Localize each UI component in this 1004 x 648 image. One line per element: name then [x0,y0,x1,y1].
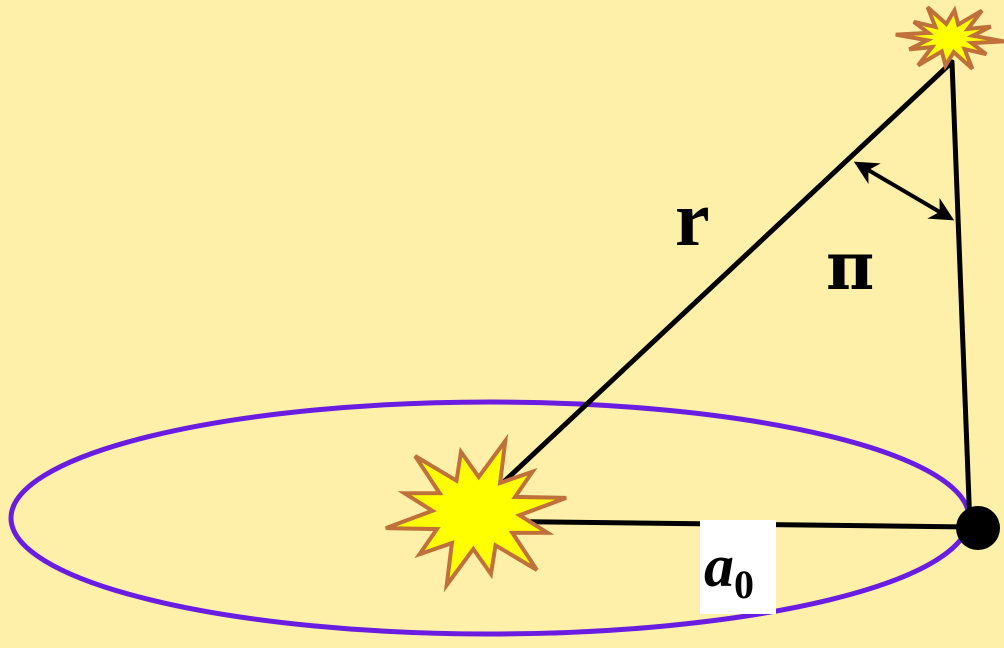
burst-shape [895,5,1004,71]
orbit-radius-subscript: 0 [734,562,754,607]
orbit-radius-label-box [700,520,776,614]
distance-line-r [459,59,955,524]
sun-burst-icon [385,433,567,593]
distant-star-burst-icon [895,5,1004,71]
orbit-radius-symbol: a [704,533,734,599]
distance-label: r [675,175,710,262]
parallax-angle-arrow [853,161,955,221]
burst-shape [385,433,567,593]
planet-dot-icon [956,506,1000,550]
planet-star-line [949,59,973,530]
parallax-angle-label: π [826,227,874,305]
orbit-radius-label: a0 [704,533,754,607]
